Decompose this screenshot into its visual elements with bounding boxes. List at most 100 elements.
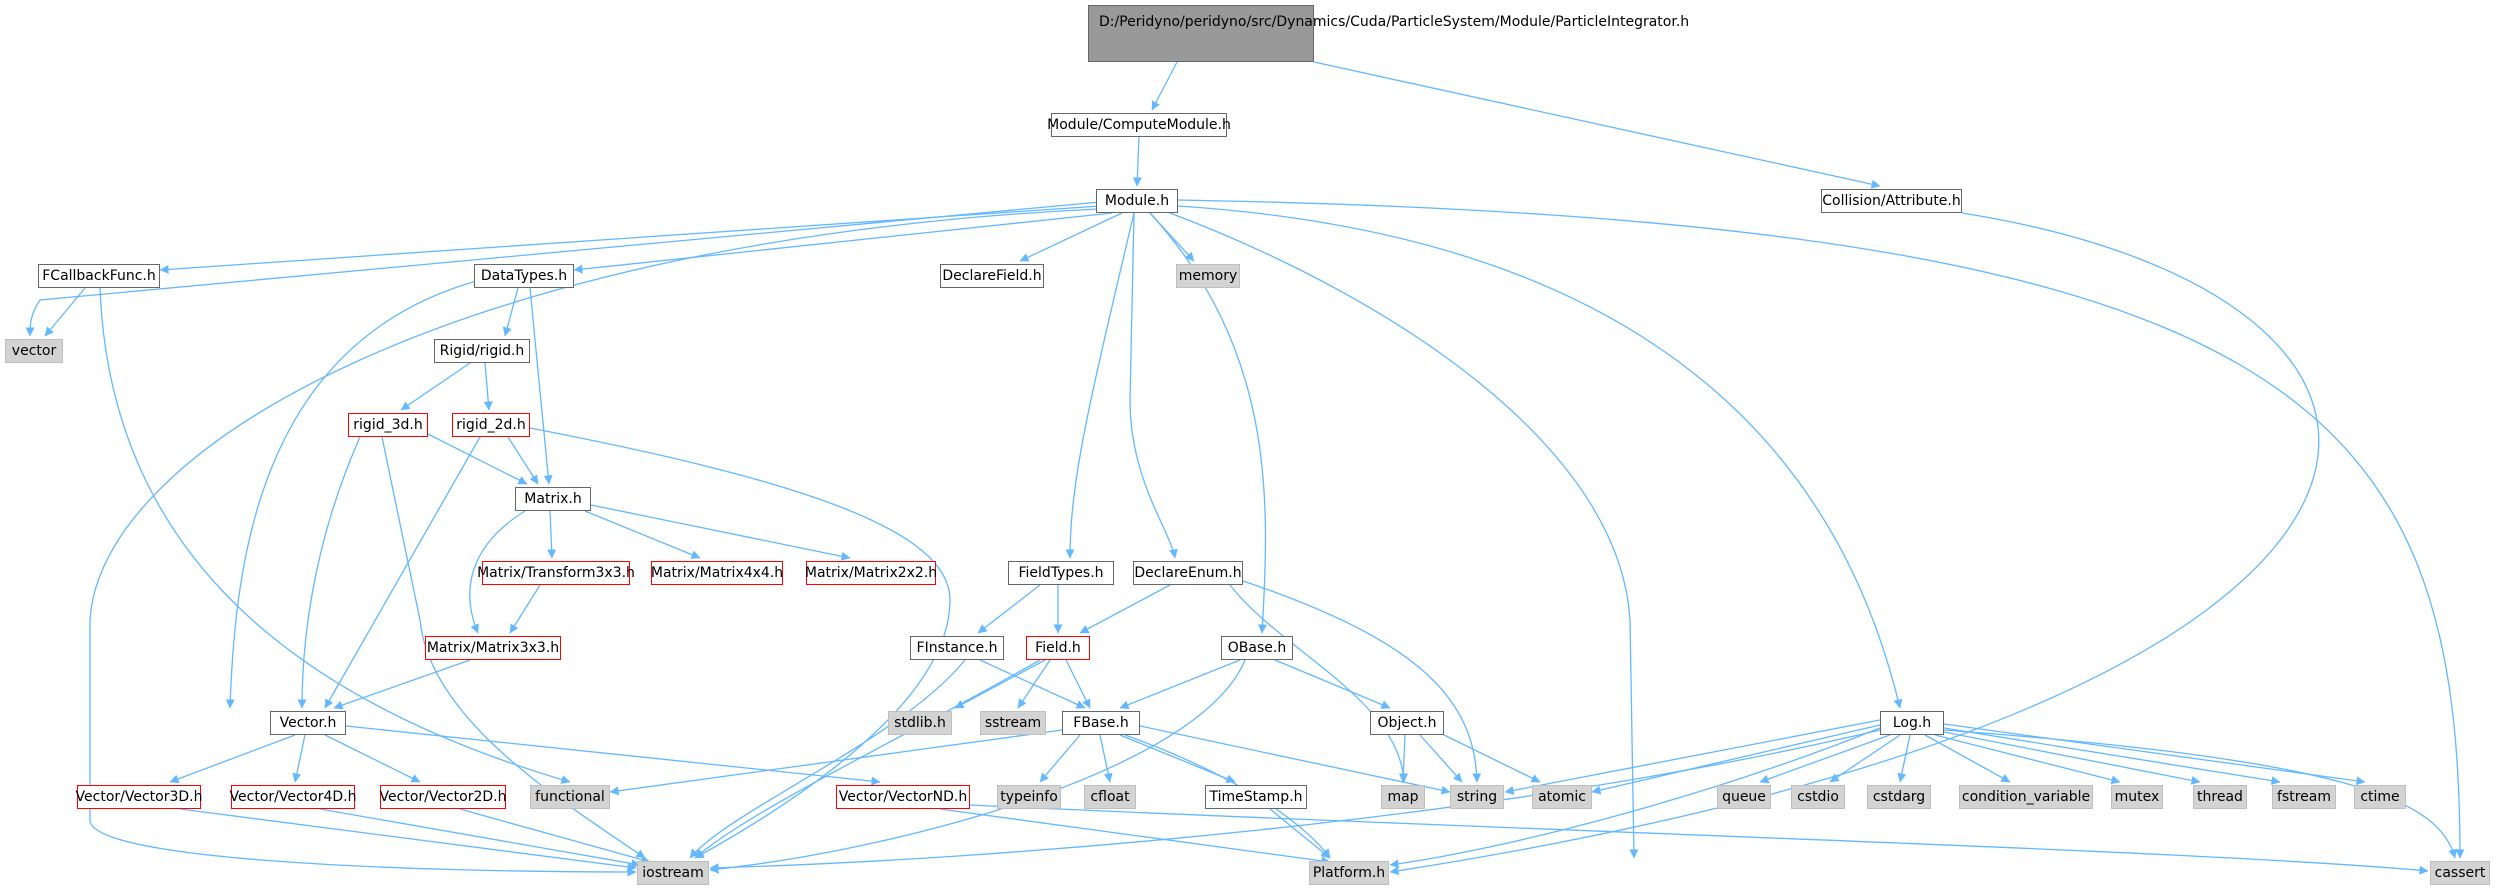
edge-compute-module [1132, 136, 1142, 187]
edge-module-cassert [1177, 199, 2465, 859]
node-iostream[interactable]: iostream [637, 861, 709, 885]
edge-module-log [1177, 205, 1903, 709]
node-string[interactable]: string [1450, 785, 1504, 809]
node-queue[interactable]: queue [1717, 785, 1771, 809]
edge-fbase-typeinfo [1039, 734, 1081, 783]
node-collision-attribute[interactable]: Collision/Attribute.h [1821, 189, 1962, 213]
edge-obase-fbase [1119, 659, 1241, 710]
node-cstdarg[interactable]: cstdarg [1867, 785, 1931, 809]
node-declareenum[interactable]: DeclareEnum.h [1133, 561, 1243, 585]
node-matrix[interactable]: Matrix.h [515, 487, 591, 511]
edge-timestamp-platform [1269, 808, 1331, 859]
edge-log-cassert [1943, 729, 2458, 859]
edge-matrix-transform3x3 [547, 510, 557, 559]
edge-datatypes-rigid [502, 287, 519, 337]
edge-obase-object [1274, 659, 1391, 709]
edge-log-iostream [709, 729, 1881, 873]
node-atomic[interactable]: atomic [1532, 785, 1592, 809]
node-timestamp[interactable]: TimeStamp.h [1205, 785, 1307, 809]
node-cstdio[interactable]: cstdio [1791, 785, 1845, 809]
edge-field-iostream [694, 659, 1041, 859]
edge-vectorh-vector4d [292, 734, 306, 783]
edge-log-ctime [1943, 723, 2366, 786]
node-condition-variable[interactable]: condition_variable [1959, 785, 2093, 809]
node-typeinfo[interactable]: typeinfo [997, 785, 1061, 809]
node-matrix-transform3x3[interactable]: Matrix/Transform3x3.h [477, 561, 635, 585]
edge-vectornd-cassert [969, 804, 2429, 875]
edge-fbase-string [1139, 725, 1451, 795]
edge-object-map [1398, 734, 1408, 783]
edge-rigid2d-matrix [507, 436, 539, 485]
node-object[interactable]: Object.h [1370, 711, 1444, 735]
node-stdlib[interactable]: stdlib.h [888, 711, 952, 735]
edge-vectorh-vector3d [169, 734, 296, 784]
root-path-line-1: D:/Peridyno/peridyno [1099, 14, 1247, 30]
node-compute-module[interactable]: Module/ComputeModule.h [1047, 113, 1231, 137]
node-rigid-3d[interactable]: rigid_3d.h [348, 413, 428, 437]
node-cassert[interactable]: cassert [2430, 861, 2490, 885]
edge-module-platform [1169, 212, 1639, 859]
edge-module-vector [25, 201, 1101, 337]
root-file-node[interactable]: D:/Peridyno/peridyno /src/Dynamics/Cuda/… [1088, 5, 1689, 62]
node-platform[interactable]: Platform.h [1309, 861, 1389, 885]
edge-rigid3d-vectorh [297, 436, 361, 709]
edge-vectorh-vector2d [324, 734, 421, 783]
edge-log-cstdio [1829, 734, 1901, 783]
edge-field-fbase [1065, 659, 1091, 709]
edge-fbase-cfloat [1099, 734, 1113, 783]
node-fieldtypes[interactable]: FieldTypes.h [1008, 561, 1114, 585]
edge-log-queue [1759, 734, 1891, 784]
edge-vector3d-iostream [179, 808, 637, 872]
root-path-line-3: System/Module/ParticleIntegrator.h [1442, 14, 1690, 30]
node-vector[interactable]: vector [5, 339, 63, 363]
node-datatypes[interactable]: DataTypes.h [474, 264, 574, 288]
node-matrix-3x3[interactable]: Matrix/Matrix3x3.h [425, 636, 561, 660]
edge-module-fieldtypes [1065, 212, 1135, 559]
edge-module-datatypes [573, 212, 1113, 274]
edge-module-declareenum [1129, 212, 1178, 559]
node-matrix-4x4[interactable]: Matrix/Matrix4x4.h [651, 561, 783, 585]
node-matrix-2x2[interactable]: Matrix/Matrix2x2.h [805, 561, 937, 585]
edge-rigid2d-vectorh [324, 436, 481, 709]
node-fcallbackfunc[interactable]: FCallbackFunc.h [38, 264, 160, 288]
node-vector3d[interactable]: Vector/Vector3D.h [76, 785, 202, 809]
node-rigid[interactable]: Rigid/rigid.h [434, 339, 530, 363]
edge-fcallbackfunc-functional [99, 287, 571, 784]
node-memory[interactable]: memory [1176, 264, 1240, 288]
edge-obase-iostream [709, 659, 1246, 874]
node-module[interactable]: Module.h [1096, 189, 1178, 213]
node-vector4d[interactable]: Vector/Vector4D.h [230, 785, 356, 809]
edge-rigid-rigid2d [483, 362, 493, 411]
edge-matrix3x3-vectorh [333, 659, 471, 710]
node-log[interactable]: Log.h [1880, 711, 1944, 735]
node-thread[interactable]: thread [2193, 785, 2247, 809]
edge-declareenum-string [1239, 579, 1482, 783]
node-declarefield[interactable]: DeclareField.h [940, 264, 1044, 288]
node-finstance[interactable]: FInstance.h [910, 636, 1004, 660]
node-ctime[interactable]: ctime [2354, 785, 2406, 809]
node-map[interactable]: map [1381, 785, 1425, 809]
node-rigid-2d[interactable]: rigid_2d.h [452, 413, 530, 437]
edge-rigid3d-matrix [419, 429, 528, 485]
node-obase[interactable]: OBase.h [1221, 636, 1293, 660]
node-functional[interactable]: functional [530, 785, 610, 809]
node-cfloat[interactable]: cfloat [1084, 785, 1136, 809]
node-sstream[interactable]: sstream [980, 711, 1046, 735]
edge-module-iostream [89, 208, 1099, 877]
edge-matrix-2x2 [590, 504, 851, 561]
edge-finstance-fbase [979, 659, 1086, 709]
edge-vectornd-platform [939, 808, 1331, 866]
edge-object-atomic [1439, 732, 1541, 783]
edge-log-atomic [1591, 724, 1881, 795]
edge-transform-matrix3x3 [509, 584, 541, 634]
node-fbase[interactable]: FBase.h [1062, 711, 1140, 735]
edge-rigid2d-iostream [529, 427, 951, 859]
node-fstream[interactable]: fstream [2272, 785, 2336, 809]
node-mutex[interactable]: mutex [2111, 785, 2163, 809]
edge-field-sstream [1017, 659, 1051, 709]
node-vectornd[interactable]: Vector/VectorND.h [836, 785, 970, 809]
node-vector-h[interactable]: Vector.h [270, 711, 346, 735]
node-field[interactable]: Field.h [1026, 636, 1090, 660]
node-vector2d[interactable]: Vector/Vector2D.h [380, 785, 506, 809]
